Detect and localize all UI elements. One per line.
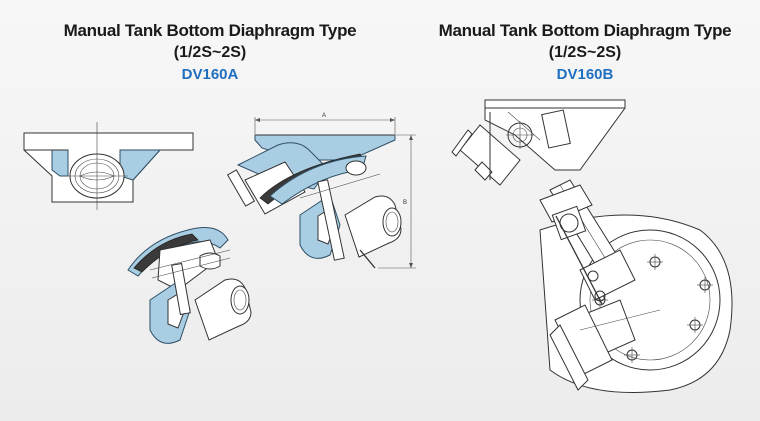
- model-number: DV160B: [556, 66, 614, 83]
- dimension-label-b: B: [403, 200, 407, 206]
- model-number: DV160A: [181, 66, 239, 83]
- upper-flange-view: [451, 99, 626, 186]
- product-title: Manual Tank Bottom Diaphragm Type: [438, 21, 732, 40]
- title-block-dv160b: Manual Tank Bottom Diaphragm Type (1/2S~…: [420, 20, 750, 86]
- tank-bottom-section-view: [23, 122, 194, 210]
- title-block-dv160a: Manual Tank Bottom Diaphragm Type (1/2S~…: [0, 20, 420, 86]
- panel-dv160b: Manual Tank Bottom Diaphragm Type (1/2S~…: [420, 0, 760, 421]
- lower-cutaway-valve: [127, 227, 252, 344]
- panel-dv160a: Manual Tank Bottom Diaphragm Type (1/2S~…: [0, 20, 420, 344]
- product-size-range: (1/2S~2S): [173, 44, 247, 61]
- bolt-hole-marks: [592, 254, 713, 363]
- lower-valve-view: [539, 179, 733, 393]
- dimension-label-a: A: [322, 113, 326, 119]
- product-title: Manual Tank Bottom Diaphragm Type: [63, 21, 357, 40]
- dv160b-technical-drawing: [451, 99, 733, 393]
- dimensioned-cutaway-valve: A B: [226, 113, 416, 269]
- dv160a-technical-drawing: A B: [23, 113, 416, 344]
- product-size-range: (1/2S~2S): [548, 44, 622, 61]
